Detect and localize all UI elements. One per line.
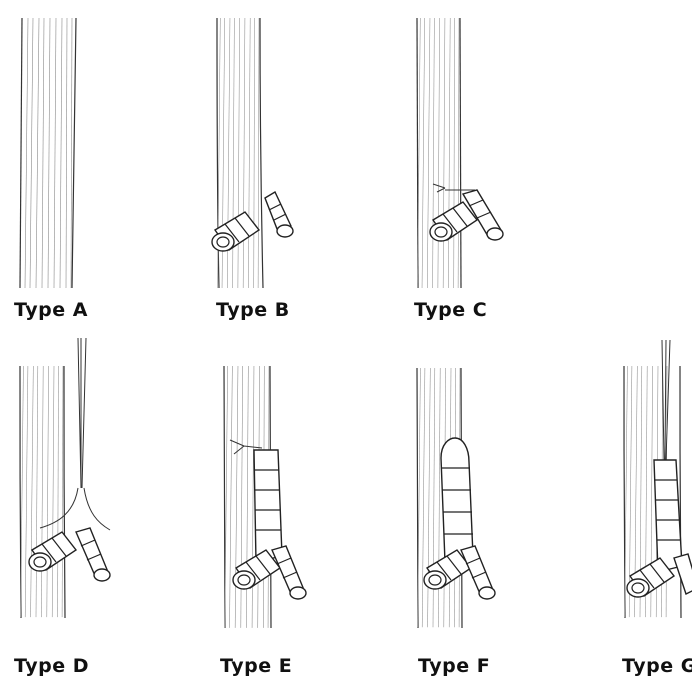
panel-d-label: Type D [14,655,89,677]
panel-g-drawing [624,340,692,618]
panel-b-drawing [212,18,293,288]
panel-c-drawing [417,18,503,288]
panel-g-label: Type G [622,655,692,677]
panel-d-drawing [20,338,110,618]
panel-f-label: Type F [418,655,490,677]
panel-e-label: Type E [220,655,292,677]
panel-c-label: Type C [414,299,487,321]
panel-f-drawing [417,368,495,628]
panel-a-drawing [20,18,76,288]
panel-b-label: Type B [216,299,290,321]
panel-a-label: Type A [14,299,88,321]
panel-e-drawing [224,366,306,628]
